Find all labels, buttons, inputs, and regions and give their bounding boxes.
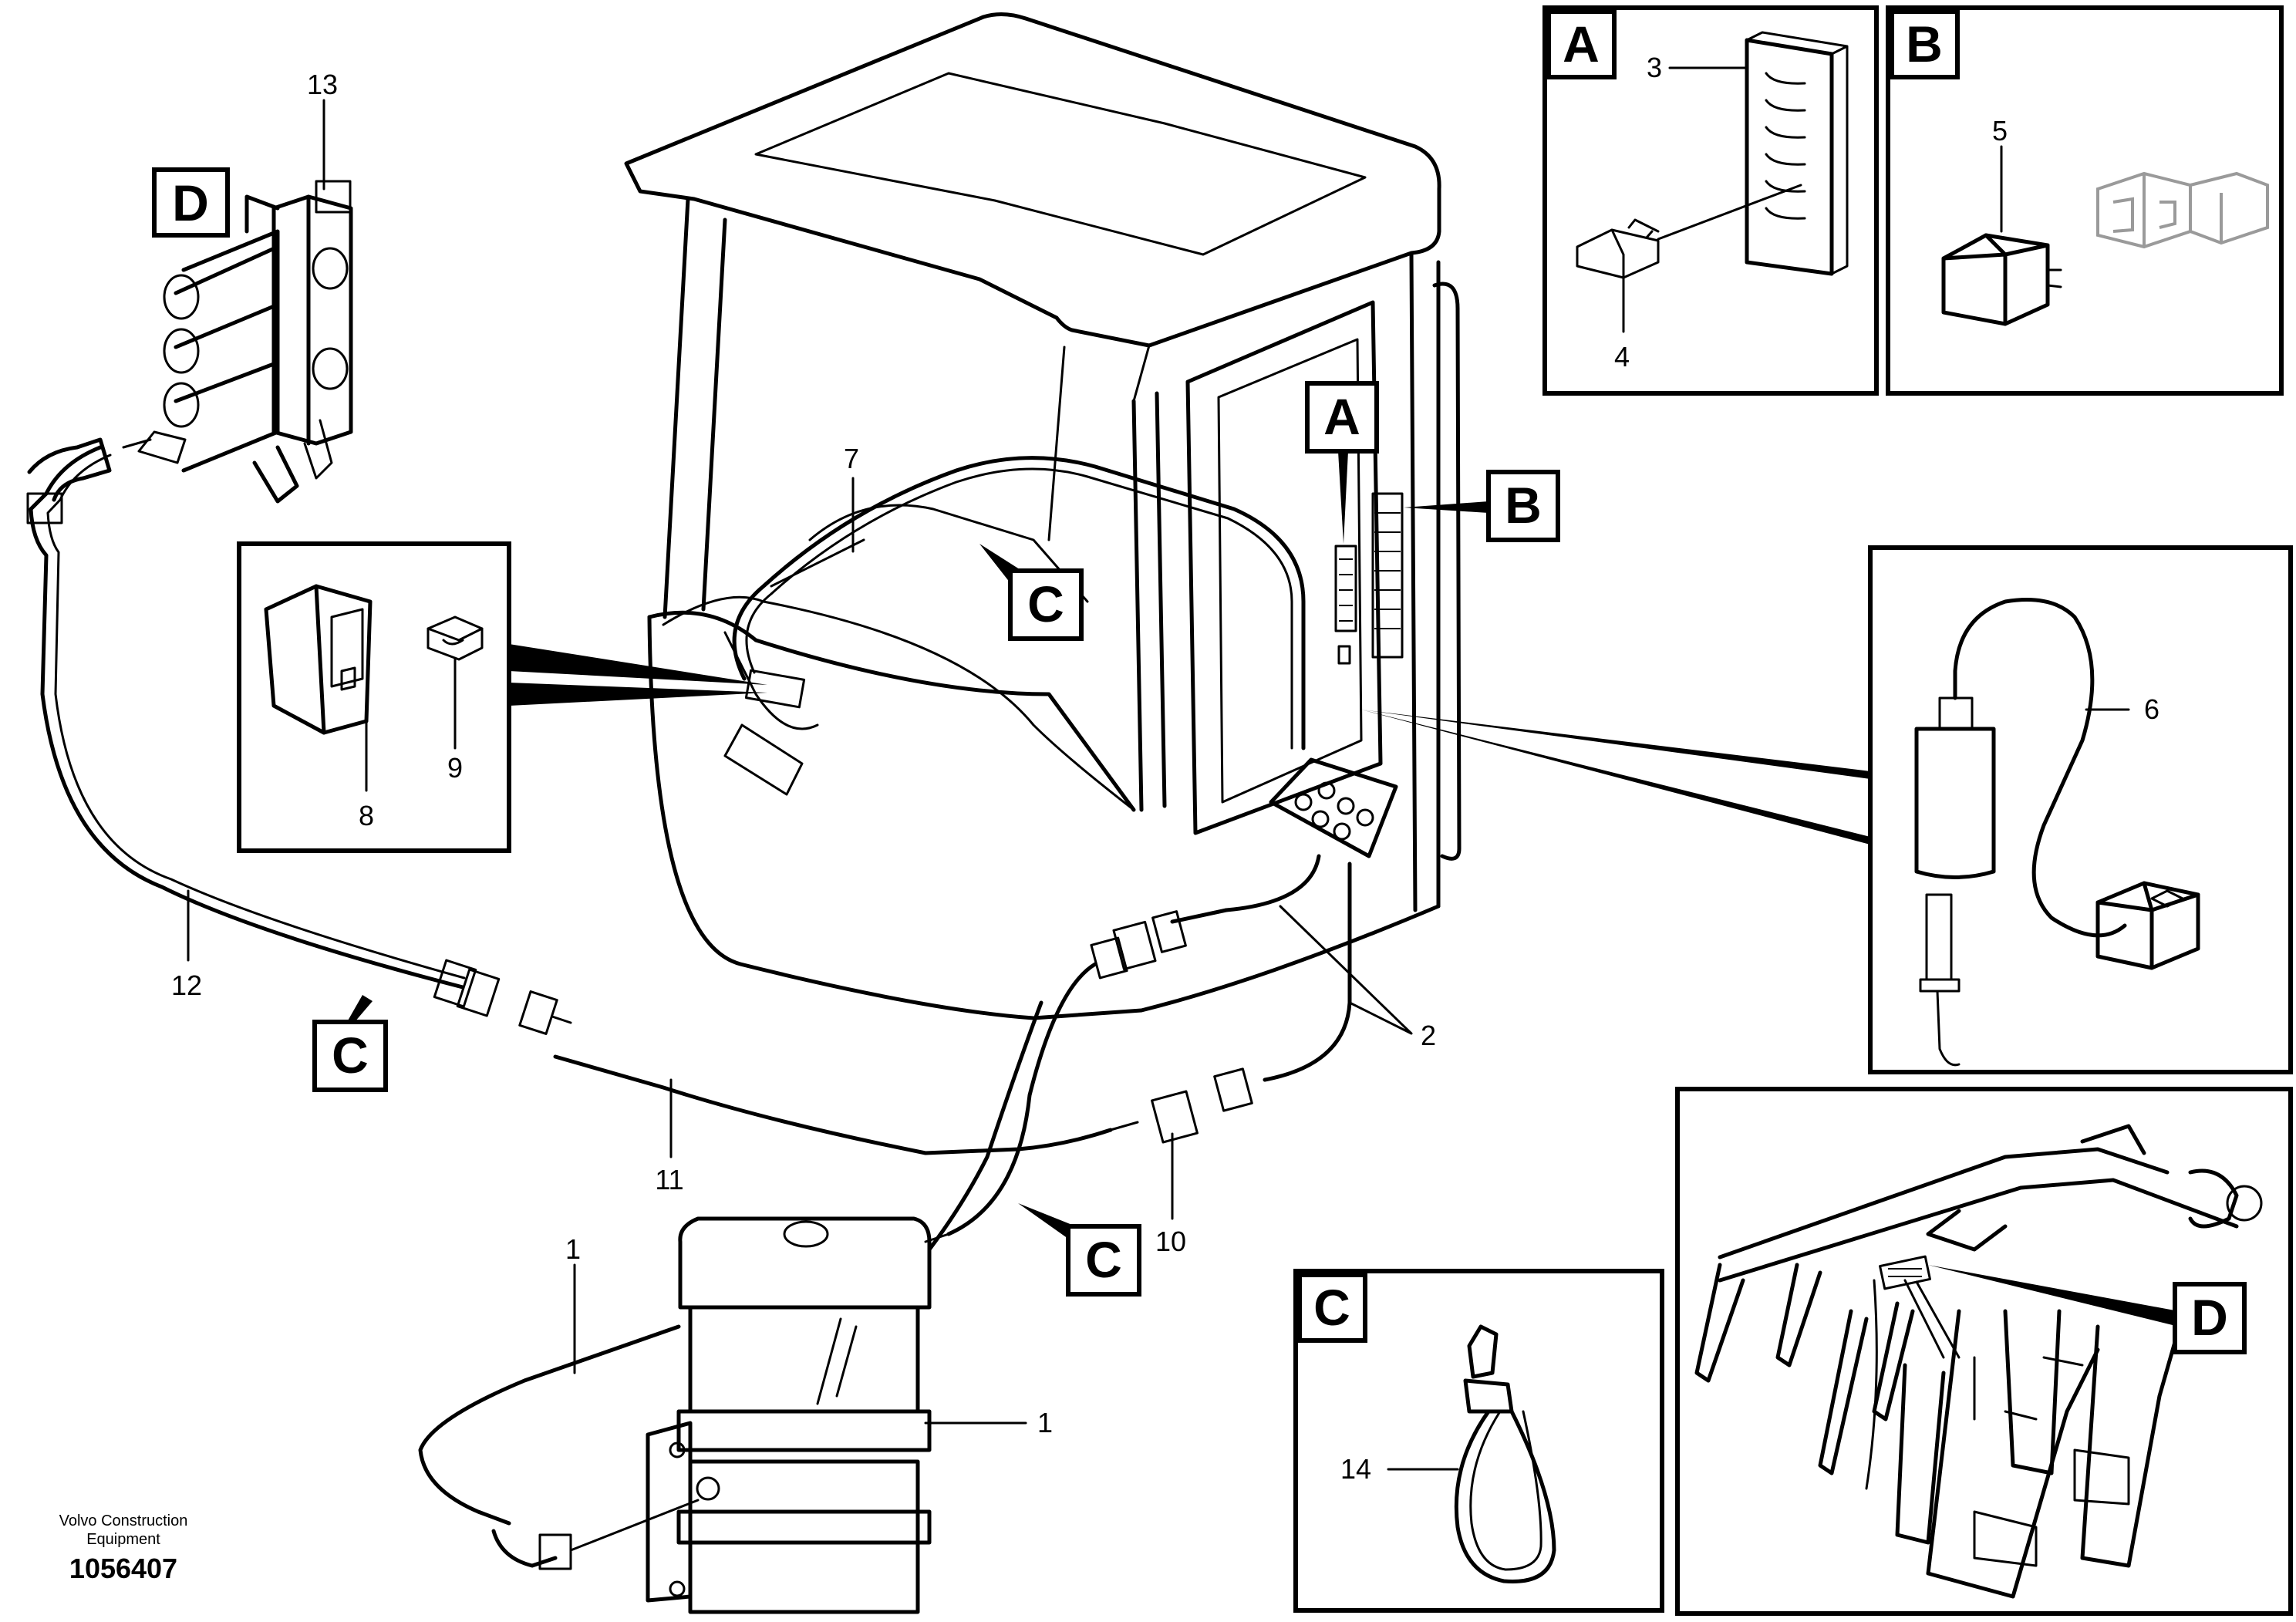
c-bottom-letter: C: [1085, 1231, 1122, 1288]
callout-14: 14: [1340, 1453, 1371, 1485]
callout-1-reservoir: 1: [1037, 1407, 1053, 1438]
callout-4: 4: [1614, 341, 1630, 373]
c-cab-letter: C: [1027, 575, 1064, 632]
inset-switch: [237, 541, 511, 853]
brand-line-1: Volvo Construction: [59, 1512, 188, 1529]
figure-footer: Volvo Construction Equipment 1056407: [59, 1512, 188, 1584]
callout-6: 6: [2144, 693, 2159, 725]
callout-8: 8: [359, 800, 374, 831]
inset-a: [1542, 5, 1879, 396]
pointer-d-letter: D: [2191, 1289, 2228, 1346]
elbow-fitting-bottom: [491, 1499, 700, 1570]
callout-2: 2: [1421, 1020, 1436, 1051]
inset-b: [1886, 5, 2284, 396]
callout-9: 9: [447, 752, 463, 784]
inset-b-letter: B: [1906, 15, 1943, 73]
valve-d-letter: D: [172, 174, 209, 231]
callout-1-hose: 1: [565, 1233, 581, 1265]
inset-c: [1293, 1269, 1664, 1613]
c-left-letter: C: [332, 1027, 369, 1084]
inset-c-letter: C: [1313, 1279, 1350, 1336]
cab-illustration: [553, 12, 1462, 1243]
pointer-a-letter: A: [1323, 388, 1360, 445]
callout-numbers: 13 7 3 4 5 6 8 9 12 11 10 2 1 1 14: [171, 52, 2159, 1485]
callout-13: 13: [307, 69, 338, 100]
inset-a-letter: A: [1563, 15, 1600, 73]
valve-block-d: [122, 180, 353, 504]
callout-5: 5: [1992, 115, 2008, 147]
callout-10: 10: [1155, 1226, 1186, 1257]
pointer-b-letter: B: [1505, 477, 1542, 534]
lube-reservoir: [646, 1216, 932, 1614]
callout-3: 3: [1647, 52, 1662, 83]
hose-12-couplers: [433, 959, 572, 1035]
section-letter-boxes: D A B C A B D C C C: [152, 15, 2247, 1354]
elbow-fitting-top: [26, 437, 112, 524]
inset-sensor: [1868, 545, 2293, 1074]
callout-11: 11: [655, 1164, 683, 1195]
callout-7: 7: [844, 443, 859, 474]
hose-1: [418, 1324, 681, 1526]
figure-number: 1056407: [69, 1553, 177, 1584]
brand-line-2: Equipment: [86, 1531, 160, 1548]
callout-12: 12: [171, 969, 202, 1001]
